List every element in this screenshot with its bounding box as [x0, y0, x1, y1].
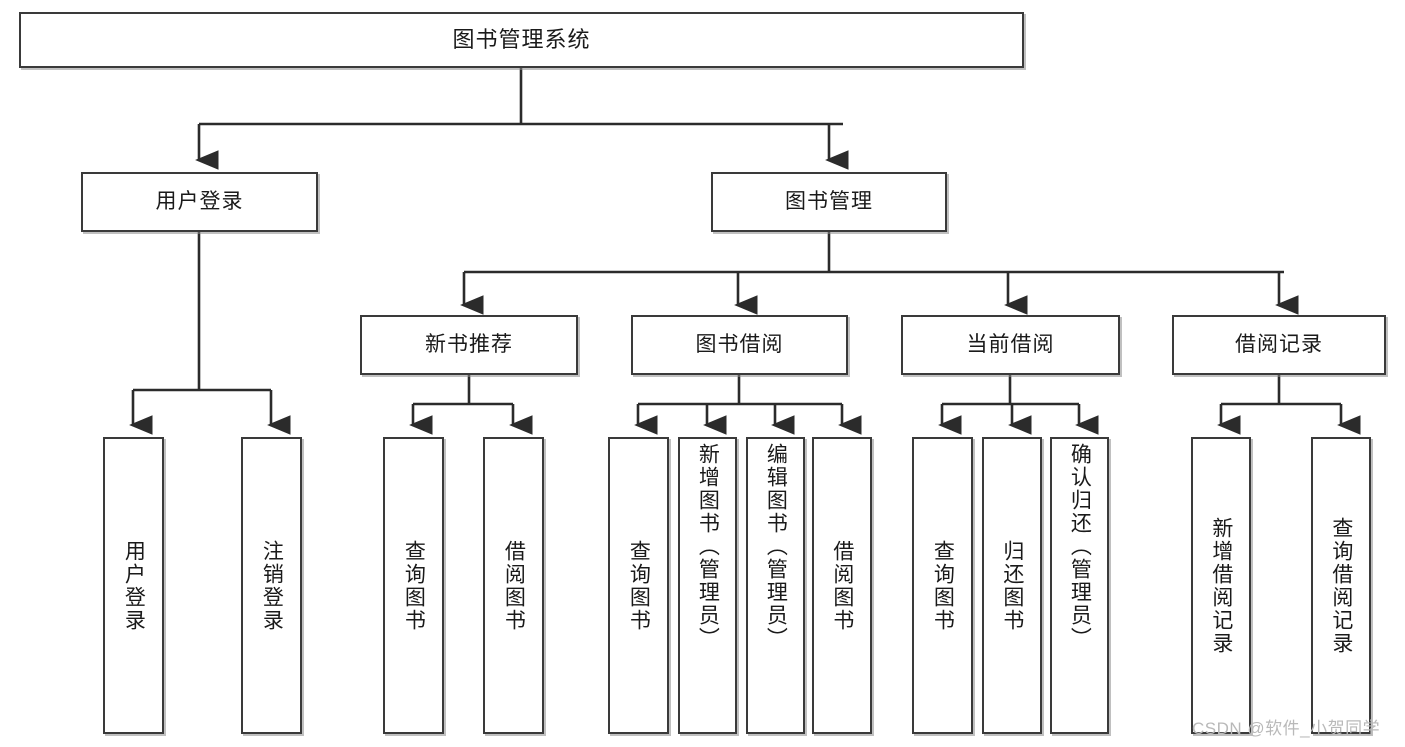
- node-leaf-user-login-label: 用户登录: [122, 539, 146, 632]
- node-new-book-rec[interactable]: 新书推荐: [360, 315, 578, 375]
- node-leaf-query-book-rec-label: 查询图书: [402, 539, 426, 632]
- node-leaf-add-record[interactable]: 新增借阅记录: [1191, 437, 1251, 734]
- node-book-manage-label: 图书管理: [785, 190, 873, 214]
- node-leaf-logout[interactable]: 注销登录: [241, 437, 302, 734]
- node-leaf-add-book-label: 新增图书（管理员）: [696, 443, 720, 650]
- node-leaf-query-record[interactable]: 查询借阅记录: [1311, 437, 1371, 734]
- node-leaf-confirm-return[interactable]: 确认归还（管理员）: [1050, 437, 1109, 734]
- node-root-label: 图书管理系统: [452, 26, 591, 52]
- node-leaf-query-record-label: 查询借阅记录: [1329, 516, 1353, 655]
- node-leaf-borrow-book-label: 借阅图书: [830, 539, 854, 632]
- node-leaf-add-book[interactable]: 新增图书（管理员）: [678, 437, 737, 734]
- node-leaf-edit-book-label: 编辑图书（管理员）: [764, 443, 788, 650]
- node-user-login[interactable]: 用户登录: [81, 172, 318, 232]
- node-leaf-user-login[interactable]: 用户登录: [103, 437, 164, 734]
- node-new-book-rec-label: 新书推荐: [425, 333, 513, 357]
- node-leaf-borrow-book-rec-label: 借阅图书: [502, 539, 526, 632]
- node-leaf-logout-label: 注销登录: [260, 539, 284, 632]
- node-leaf-query-book-label: 查询图书: [627, 539, 651, 632]
- node-book-borrow-label: 图书借阅: [695, 333, 784, 357]
- node-leaf-return-book[interactable]: 归还图书: [982, 437, 1042, 734]
- node-root-system[interactable]: 图书管理系统: [19, 12, 1024, 68]
- node-current-borrow[interactable]: 当前借阅: [901, 315, 1120, 375]
- node-current-borrow-label: 当前借阅: [966, 333, 1055, 357]
- node-user-login-label: 用户登录: [155, 190, 244, 214]
- node-leaf-add-record-label: 新增借阅记录: [1209, 516, 1233, 655]
- node-leaf-return-book-label: 归还图书: [1000, 539, 1024, 632]
- node-leaf-confirm-return-label: 确认归还（管理员）: [1068, 443, 1092, 650]
- node-borrow-record-label: 借阅记录: [1235, 333, 1323, 357]
- node-leaf-borrow-book[interactable]: 借阅图书: [812, 437, 872, 734]
- watermark-text: CSDN @软件_小贺同学: [1192, 719, 1381, 738]
- node-book-manage[interactable]: 图书管理: [711, 172, 947, 232]
- node-leaf-query-book[interactable]: 查询图书: [608, 437, 669, 734]
- node-leaf-query-book-rec[interactable]: 查询图书: [383, 437, 444, 734]
- node-leaf-query-book-cur-label: 查询图书: [931, 539, 955, 632]
- node-borrow-record[interactable]: 借阅记录: [1172, 315, 1386, 375]
- node-book-borrow[interactable]: 图书借阅: [631, 315, 848, 375]
- node-leaf-edit-book[interactable]: 编辑图书（管理员）: [746, 437, 805, 734]
- node-leaf-borrow-book-rec[interactable]: 借阅图书: [483, 437, 544, 734]
- node-leaf-query-book-cur[interactable]: 查询图书: [912, 437, 973, 734]
